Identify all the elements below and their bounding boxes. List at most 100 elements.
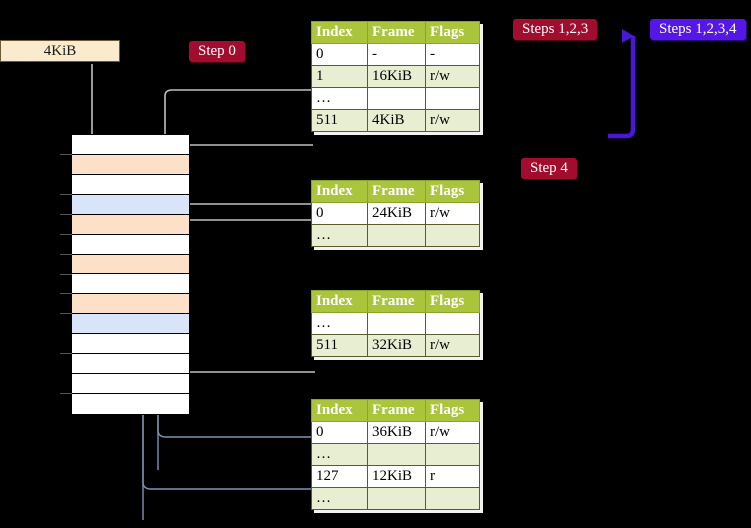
memory-frame-cell <box>72 394 189 414</box>
cell-frame <box>367 312 426 335</box>
cell-index: … <box>311 312 368 335</box>
cell-index: 0 <box>311 421 368 444</box>
memory-frame-cell <box>72 354 189 375</box>
connector-frame-to-pd <box>171 290 315 373</box>
memory-frame-cell <box>72 334 189 355</box>
memory-frame-cell <box>72 274 189 295</box>
memory-tick-mark <box>60 153 72 155</box>
memory-tick-mark <box>60 293 72 295</box>
cell-flags: r/w <box>425 109 480 132</box>
cell-frame: 16KiB <box>367 65 426 88</box>
connector-frame-to-pdpt <box>177 203 315 228</box>
cell-flags: r/w <box>425 334 480 357</box>
cell-flags: r/w <box>425 202 480 225</box>
cell-index: … <box>311 487 368 510</box>
table-row: … <box>311 443 480 466</box>
cell-frame: 24KiB <box>367 202 426 225</box>
cell-index: 0 <box>311 43 368 66</box>
table-row: 0-- <box>311 43 480 66</box>
column-header-flags: Flags <box>425 399 480 422</box>
connector-pt-row0 <box>157 415 315 438</box>
memory-tick-mark <box>60 253 72 255</box>
cell-flags: r <box>425 465 480 488</box>
memory-tick-mark <box>60 353 72 355</box>
cell-frame: - <box>367 43 426 66</box>
cell-flags <box>425 224 480 247</box>
cell-index: … <box>311 224 368 247</box>
cell-flags <box>425 487 480 510</box>
memory-tick-mark <box>60 233 72 235</box>
memory-frame-cell <box>72 314 189 335</box>
cell-index: … <box>311 443 368 466</box>
column-header-frame: Frame <box>367 180 426 203</box>
memory-tick-mark <box>60 313 72 315</box>
table-row: … <box>311 224 480 247</box>
physical-memory-column <box>71 134 190 415</box>
steps-bracket-arrow <box>608 29 636 139</box>
steps-123-text: Steps 1,2,3 <box>522 21 589 37</box>
column-header-frame: Frame <box>367 21 426 44</box>
cell-index: 127 <box>311 465 368 488</box>
connector-pdpt-to-frame <box>177 219 313 266</box>
memory-size-label: 4KiB <box>43 43 77 59</box>
memory-tick-mark <box>60 193 72 195</box>
memory-frame-cell <box>72 154 189 175</box>
cell-index: 511 <box>311 334 368 357</box>
cell-index: 1 <box>311 65 368 88</box>
column-header-frame: Frame <box>367 290 426 313</box>
column-header-flags: Flags <box>425 290 480 313</box>
steps-123-label: Steps 1,2,3 <box>513 19 598 40</box>
memory-tick-mark <box>60 213 72 215</box>
table-row: … <box>311 87 480 110</box>
memory-tick-mark <box>60 273 72 275</box>
memory-tick-mark <box>60 393 72 395</box>
memory-frame-cell <box>72 214 189 235</box>
cell-flags: r/w <box>425 421 480 444</box>
cell-frame: 4KiB <box>367 109 426 132</box>
connector-pt-row127 <box>142 415 315 490</box>
cell-index: 511 <box>311 109 368 132</box>
steps-1234-label: Steps 1,2,3,4 <box>650 19 746 40</box>
cell-flags <box>425 312 480 335</box>
cell-flags <box>425 87 480 110</box>
cell-flags: r/w <box>425 65 480 88</box>
cell-frame: 32KiB <box>367 334 426 357</box>
memory-frame-cell <box>72 234 189 255</box>
step-0-text: Step 0 <box>198 43 236 59</box>
column-header-index: Index <box>311 290 368 313</box>
column-header-index: Index <box>311 21 368 44</box>
step-4-text: Step 4 <box>530 160 568 176</box>
column-header-flags: Flags <box>425 180 480 203</box>
cell-frame <box>367 224 426 247</box>
cell-index: 0 <box>311 202 368 225</box>
column-header-flags: Flags <box>425 21 480 44</box>
memory-frame-cell <box>72 135 189 155</box>
cell-flags: - <box>425 43 480 66</box>
cell-frame <box>367 87 426 110</box>
memory-frame-cell <box>72 194 189 215</box>
step-4-label: Step 4 <box>521 158 577 179</box>
memory-frame-cell <box>72 174 189 195</box>
cell-frame: 36KiB <box>367 421 426 444</box>
cell-frame: 12KiB <box>367 465 426 488</box>
memory-frame-cell <box>72 254 189 275</box>
cell-frame <box>367 487 426 510</box>
table-row: … <box>311 312 480 335</box>
column-header-frame: Frame <box>367 399 426 422</box>
column-header-index: Index <box>311 399 368 422</box>
cell-index: … <box>311 87 368 110</box>
cell-frame <box>367 443 426 466</box>
